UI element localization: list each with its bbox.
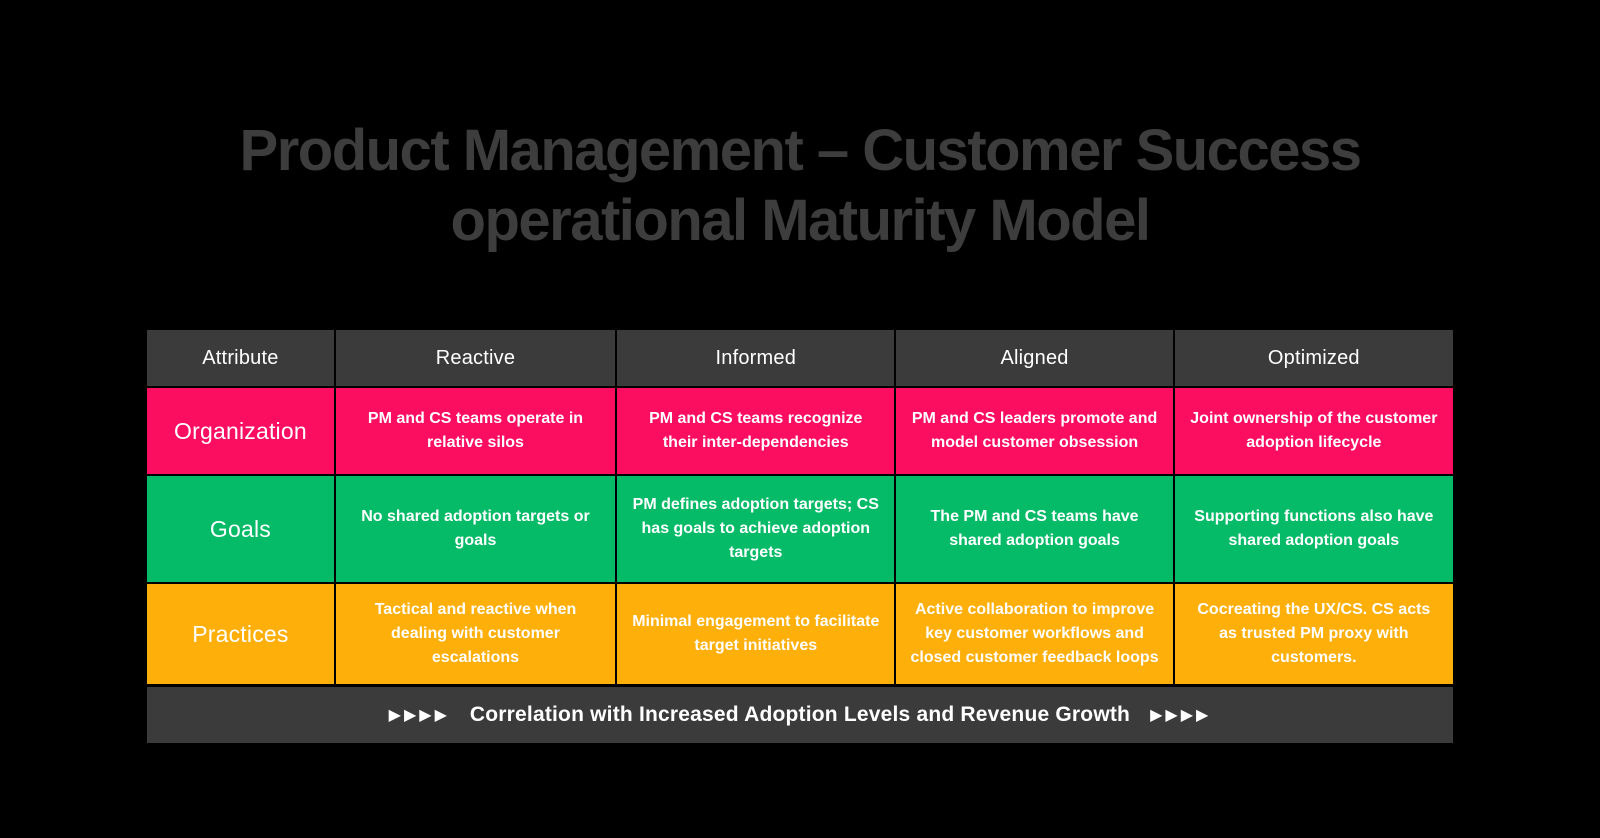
row-label-practices: Practices: [147, 584, 334, 684]
cell-practices-informed: Minimal engagement to facilitate target …: [617, 584, 895, 684]
cell-goals-aligned: The PM and CS teams have shared adoption…: [896, 476, 1173, 582]
column-header-optimized: Optimized: [1174, 330, 1453, 386]
cell-practices-optimized: Cocreating the UX/CS. CS acts as trusted…: [1174, 584, 1453, 684]
column-header-attribute: Attribute: [147, 330, 334, 386]
cell-organization-informed: PM and CS teams recognize their inter-de…: [617, 388, 895, 474]
correlation-banner: ▶▶▶▶ Correlation with Increased Adoption…: [147, 687, 1453, 743]
cell-goals-reactive: No shared adoption targets or goals: [335, 476, 616, 582]
column-header-informed: Informed: [617, 330, 895, 386]
cell-goals-informed: PM defines adoption targets; CS has goal…: [617, 476, 895, 582]
cell-organization-reactive: PM and CS teams operate in relative silo…: [335, 388, 616, 474]
right-arrows-icon: ▶▶▶▶: [388, 707, 450, 724]
cell-practices-reactive: Tactical and reactive when dealing with …: [335, 584, 616, 684]
title-line-1: Product Management – Customer Success: [239, 118, 1362, 183]
title-line-2: operational Maturity Model: [450, 188, 1151, 254]
cell-organization-aligned: PM and CS leaders promote and model cust…: [896, 388, 1173, 474]
cell-goals-optimized: Supporting functions also have shared ad…: [1174, 476, 1453, 582]
maturity-grid: Attribute Reactive Informed Aligned Opti…: [147, 330, 1453, 684]
cell-organization-optimized: Joint ownership of the customer adoption…: [1174, 388, 1453, 474]
correlation-banner-text: Correlation with Increased Adoption Leve…: [469, 703, 1131, 726]
right-arrows-icon: ▶▶▶▶: [1150, 707, 1212, 724]
row-label-organization: Organization: [147, 388, 334, 474]
page-title: Product Management – Customer Success op…: [0, 116, 1600, 256]
maturity-model-table: Attribute Reactive Informed Aligned Opti…: [147, 330, 1453, 743]
column-header-reactive: Reactive: [335, 330, 616, 386]
cell-practices-aligned: Active collaboration to improve key cust…: [896, 584, 1173, 684]
row-label-goals: Goals: [147, 476, 334, 582]
column-header-aligned: Aligned: [896, 330, 1173, 386]
